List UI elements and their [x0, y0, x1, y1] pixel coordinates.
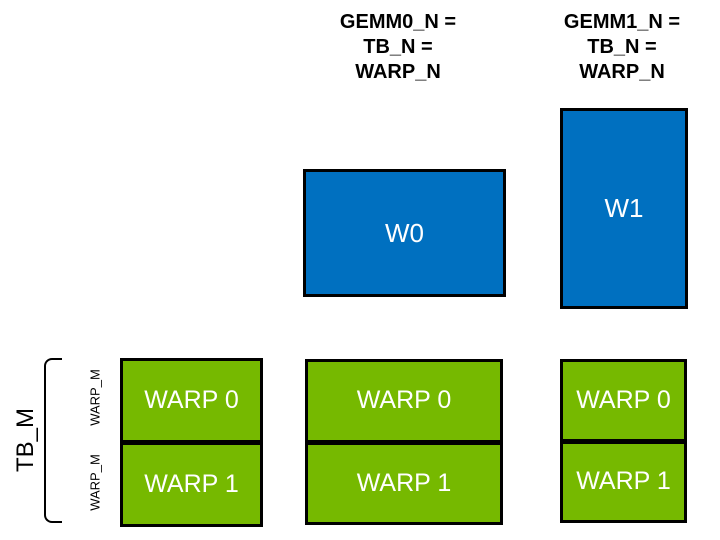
warp-divider — [123, 440, 260, 445]
threadblock-stack-middle: WARP 0 WARP 1 — [305, 359, 503, 525]
threadblock-left-warp1-cell: WARP 1 — [123, 445, 260, 524]
threadblock-stack-right: WARP 0 WARP 1 — [560, 359, 687, 523]
threadblock-left-warp0-label: WARP 0 — [144, 386, 239, 414]
threadblock-right-warp1-label: WARP 1 — [576, 467, 671, 496]
warp-tile-w1: W1 — [560, 108, 688, 309]
warp-tile-w0-label: W0 — [385, 217, 424, 248]
warp-divider — [563, 438, 684, 444]
threadblock-left-warp0-cell: WARP 0 — [123, 361, 260, 440]
gemm0-dimension-line2: TB_N = — [363, 36, 433, 58]
threadblock-middle-warp0-label: WARP 0 — [356, 386, 452, 415]
threadblock-right-warp0-cell: WARP 0 — [563, 362, 684, 439]
warp-tile-w1-label: W1 — [604, 193, 644, 223]
threadblock-stack-left: WARP 0 WARP 1 — [120, 358, 263, 527]
warp-m-label-bottom: WARP_M — [87, 454, 103, 511]
threadblock-middle-warp1-label: WARP 1 — [356, 468, 452, 497]
tb-m-label: TB_M — [12, 407, 39, 472]
threadblock-middle-warp1-cell: WARP 1 — [308, 444, 500, 522]
threadblock-left-warp1-label: WARP 1 — [144, 470, 239, 498]
gemm1-dimension-line1: GEMM1_N = — [563, 11, 681, 33]
gemm0-dimension-label: GEMM0_N = TB_N = WARP_N — [313, 10, 483, 85]
warp-divider — [308, 439, 500, 445]
threadblock-right-warp1-cell: WARP 1 — [563, 443, 684, 520]
gemm1-dimension-label: GEMM1_N = TB_N = WARP_N — [537, 10, 707, 85]
warp-m-label-top: WARP_M — [87, 369, 103, 426]
threadblock-right-warp0-label: WARP 0 — [576, 385, 671, 414]
threadblock-middle-warp0-cell: WARP 0 — [308, 362, 500, 440]
gemm1-dimension-line3: WARP_N — [579, 61, 665, 83]
gemm0-dimension-line1: GEMM0_N = — [339, 11, 457, 33]
tb-m-bracket — [44, 358, 62, 523]
warp-tile-w0: W0 — [303, 169, 506, 297]
gemm0-dimension-line3: WARP_N — [355, 61, 441, 83]
gemm1-dimension-line2: TB_N = — [587, 36, 657, 58]
